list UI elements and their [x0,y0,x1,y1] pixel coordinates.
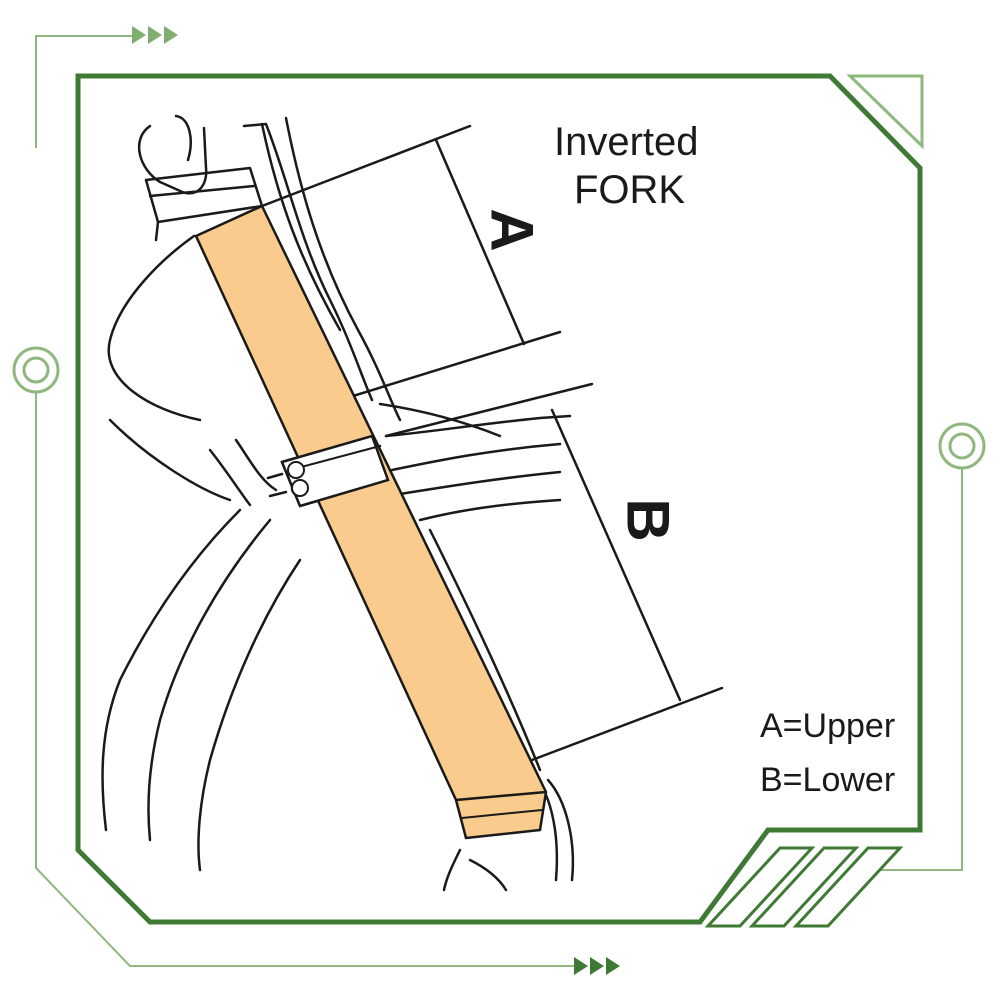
outer-circuit-lines [35,35,963,967]
legend-lower: B=Lower [760,761,896,799]
legend-upper: A=Upper [760,707,896,745]
triple-chevron-right-icon [132,26,178,44]
diagram-title-line2: FORK [574,168,686,212]
fork-tube [194,204,548,840]
green-frame [75,73,923,925]
corner-accent [846,74,924,150]
ring-node-icon [12,346,60,394]
triple-chevron-right-icon [574,957,620,975]
stripe-decoration [704,846,904,928]
dimension-label-b: B [614,498,682,542]
ring-node-icon [938,422,986,470]
dimension-label-a: A [478,208,546,252]
diagram-title-line1: Inverted [554,120,699,164]
dimension-lines [260,124,724,762]
